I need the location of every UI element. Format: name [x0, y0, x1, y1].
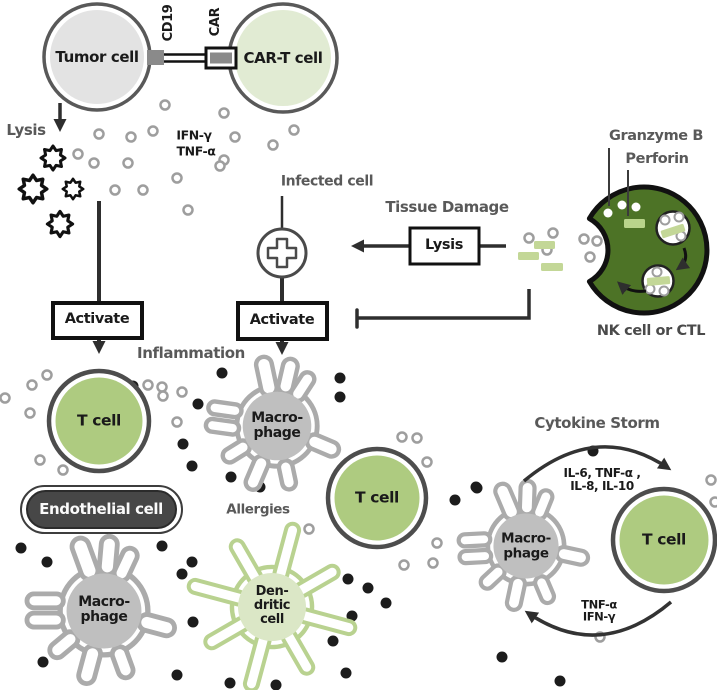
dendritic-line3: cell [260, 612, 284, 628]
macrophage-3-label: Macro- phage [501, 531, 551, 560]
car-label: CAR [207, 7, 223, 37]
dendritic-line2: dritic [253, 597, 291, 613]
car-t-cell-label: CAR-T cell [243, 48, 323, 67]
lysis-box-label: Lysis [425, 237, 463, 254]
dendritic-line1: Den- [255, 583, 289, 599]
macrophage-3-line1: Macro- [501, 530, 551, 547]
nk-cell [586, 148, 710, 316]
tnf-alpha-label: TNF-α [176, 143, 216, 159]
macrophage-1-line1: Macro- [78, 593, 130, 610]
inflammation-label: Inflammation [137, 343, 245, 362]
macrophage-2-label: Macro- phage [251, 409, 303, 441]
t-cell-3 [610, 486, 717, 594]
endothelial-cell [20, 485, 183, 534]
macrophage-2-line2: phage [253, 425, 301, 441]
granzyme-b-label: Granzyme B [608, 128, 704, 145]
macrophage-2-line1: Macro- [251, 409, 303, 426]
t-cell-2-label: T cell [355, 488, 399, 507]
macrophage-1-line2: phage [80, 609, 128, 625]
car-t-cell [227, 2, 339, 114]
storm-top-line1: IL-6, TNF-α , [563, 466, 641, 481]
endothelial-cell-label: Endothelial cell [39, 499, 163, 518]
storm-top-cytokines-label: IL-6, TNF-α , IL-8, IL-10 [564, 467, 641, 493]
storm-bottom-line1: TNF-α [581, 597, 617, 612]
activate-left-label: Activate [64, 311, 130, 328]
dendritic-cell-label: Den- dritic cell [253, 583, 291, 628]
macrophage-1-label: Macro- phage [78, 593, 130, 625]
cell-fragments [17, 144, 85, 239]
activate-center-label: Activate [249, 312, 315, 329]
released-granule-bars [518, 241, 563, 271]
inhibition-line [355, 289, 531, 329]
nk-granule-vesicle [641, 264, 675, 298]
t-cell-1 [46, 368, 152, 474]
t-cell-1-label: T cell [77, 411, 121, 430]
infected-cell-label: Infected cell [280, 173, 374, 190]
cytokine-storm-arrows [522, 445, 673, 637]
storm-bottom-line2: IFN-γ [582, 610, 616, 624]
activate-left-box [51, 301, 144, 340]
cd19-label: CD19 [160, 4, 176, 42]
nk-cell-label: NK cell or CTL [596, 323, 706, 340]
infected-cell-plus-icon [256, 227, 308, 279]
activate-center-box [236, 301, 329, 341]
perforin-label: Perforin [625, 151, 689, 168]
lysis-box [408, 226, 481, 266]
nk-granule-vesicle [655, 210, 691, 246]
cytokine-storm-title: Cytokine Storm [534, 413, 660, 432]
t-cell-2 [325, 446, 429, 550]
allergies-label: Allergies [226, 501, 290, 518]
flow-arrows [53, 103, 506, 355]
macrophage-3-line2: phage [503, 545, 549, 561]
storm-bottom-cytokines-label: TNF-α IFN-γ [581, 597, 617, 624]
storm-top-line2: IL-8, IL-10 [570, 479, 634, 493]
ifn-gamma-label: IFN-γ [176, 127, 212, 143]
lysis-label: Lysis [6, 120, 46, 139]
t-cell-3-label: T cell [642, 530, 686, 549]
tissue-damage-label: Tissue Damage [385, 197, 509, 216]
cd19-car-connector [147, 46, 238, 70]
tumor-cell-label: Tumor cell [55, 47, 139, 66]
